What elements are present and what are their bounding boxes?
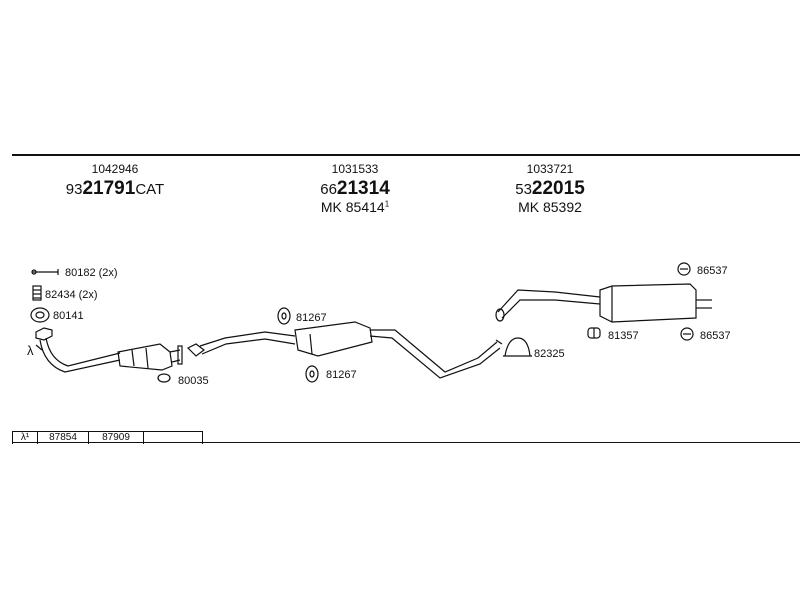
label-82434: 82434 (2x) (45, 289, 98, 301)
mk-number: MK 85392 (518, 199, 582, 215)
spring-icon (32, 285, 42, 301)
label-80035: 80035 (178, 375, 209, 387)
label-86537-top: 86537 (697, 265, 728, 277)
part-number: 6621314 (320, 178, 390, 199)
label-80182: 80182 (2x) (65, 267, 118, 279)
table-cell-87909: 87909 (89, 432, 144, 444)
label-80141: 80141 (53, 310, 84, 322)
rear-silencer-icon (495, 283, 712, 323)
part-header-catalytic: 1042946 9321791CAT (55, 163, 175, 198)
bolt-icon (31, 269, 59, 275)
gasket-icon (30, 307, 50, 323)
top-divider (12, 154, 800, 156)
part-header-middle-silencer: 1031533 6621314 MK 854141 (295, 163, 415, 214)
label-81267-bottom: 81267 (326, 369, 357, 381)
label-81357: 81357 (608, 330, 639, 342)
lambda-sensor-icon (35, 344, 43, 351)
bottom-divider (12, 442, 800, 443)
label-82325: 82325 (534, 348, 565, 360)
part-code: 1042946 (91, 162, 139, 176)
table-cell-empty (144, 432, 202, 444)
rubber-mount-icon (277, 307, 291, 325)
part-number: 9321791CAT (65, 178, 165, 199)
mk-number: MK 854141 (320, 199, 390, 215)
middle-silencer-icon (186, 321, 503, 379)
catalytic-converter-icon (35, 327, 183, 373)
rubber-mount-icon-2 (305, 365, 319, 383)
rear-mount-icon (677, 262, 691, 276)
table-cell-lambda: λ¹ (13, 432, 38, 444)
flange-icon (157, 373, 171, 383)
part-header-rear-silencer: 1033721 5322015 MK 85392 (490, 163, 610, 214)
clamp-icon (503, 337, 532, 357)
label-lambda: λ (27, 343, 34, 358)
parts-table: λ¹ 87854 87909 (12, 431, 203, 444)
table-cell-87854: 87854 (38, 432, 89, 444)
part-number: 5322015 (515, 178, 585, 199)
rear-mount-icon-2 (680, 327, 694, 341)
rear-clamp-icon (587, 327, 601, 339)
label-81267-top: 81267 (296, 312, 327, 324)
label-86537-bottom: 86537 (700, 330, 731, 342)
part-code: 1031533 (331, 162, 379, 176)
part-code: 1033721 (526, 162, 574, 176)
